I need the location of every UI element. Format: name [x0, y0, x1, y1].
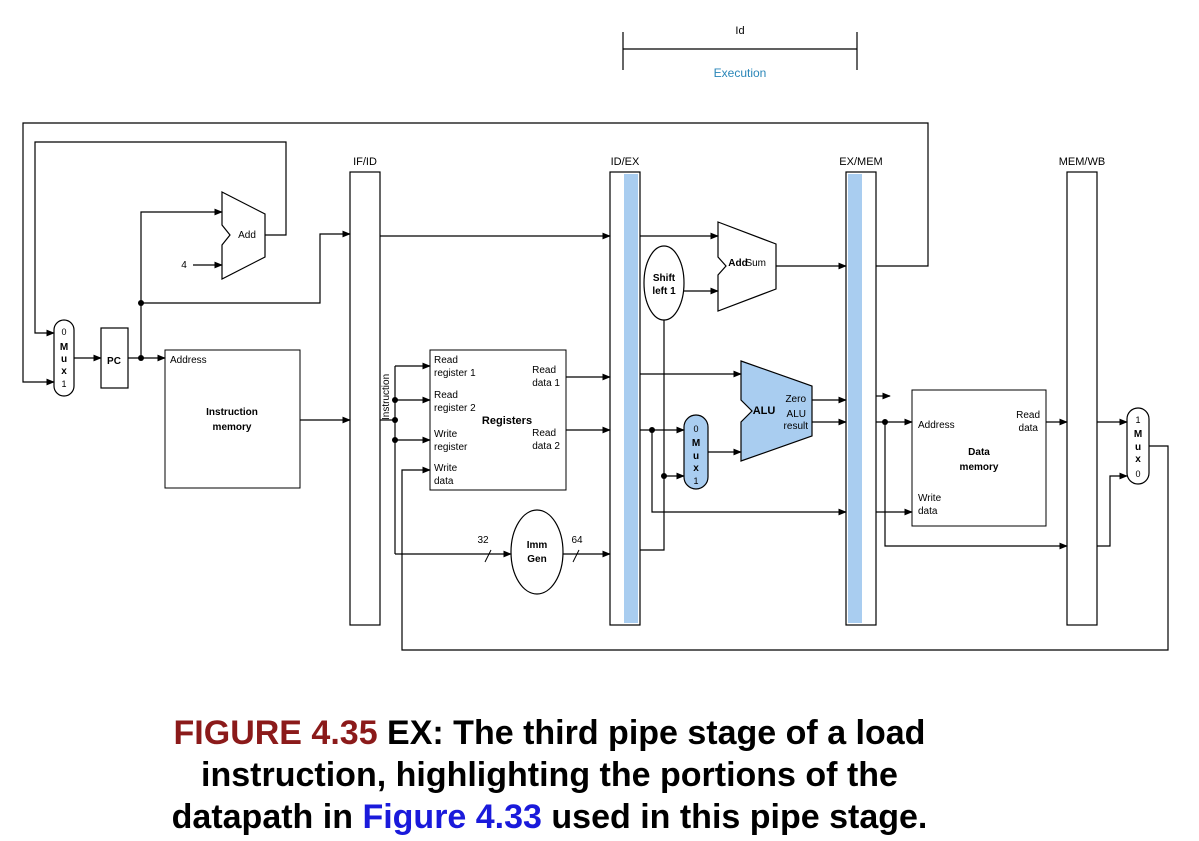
svg-text:Imm: Imm	[527, 540, 548, 551]
writeback-mux: 1 M u x 0	[1126, 407, 1150, 485]
svg-text:EX/MEM: EX/MEM	[839, 156, 882, 168]
svg-text:x: x	[693, 463, 699, 474]
immediate-generator: Imm Gen 32 64	[477, 509, 583, 595]
wire-junctions	[138, 300, 888, 479]
svg-text:64: 64	[571, 535, 583, 546]
if-id-register: IF/ID	[349, 156, 381, 626]
svg-text:data: data	[1019, 423, 1039, 434]
svg-text:ID/EX: ID/EX	[611, 156, 640, 168]
branch-adder: Add Sum	[717, 221, 777, 312]
svg-text:1: 1	[1135, 415, 1140, 425]
svg-text:0: 0	[693, 424, 698, 434]
svg-text:Read: Read	[1016, 410, 1040, 421]
svg-text:Gen: Gen	[527, 554, 546, 565]
svg-text:Shift: Shift	[653, 273, 676, 284]
svg-text:data 1: data 1	[532, 378, 560, 389]
svg-text:left 1: left 1	[652, 286, 676, 297]
svg-text:Address: Address	[918, 420, 955, 431]
ex-mem-register: EX/MEM	[839, 156, 883, 626]
svg-text:Write: Write	[918, 493, 942, 504]
svg-text:M: M	[1134, 429, 1142, 440]
svg-text:0: 0	[61, 327, 66, 337]
svg-text:register 1: register 1	[434, 368, 476, 379]
svg-text:1: 1	[693, 476, 698, 486]
svg-text:M: M	[60, 342, 68, 353]
svg-text:u: u	[693, 451, 699, 462]
instruction-memory: Address Instruction memory	[164, 349, 301, 489]
figure-caption: FIGURE 4.35 EX: The third pipe stage of …	[0, 712, 1099, 838]
svg-text:M: M	[692, 438, 700, 449]
caption-text-line2: instruction, highlighting the portions o…	[201, 756, 898, 794]
svg-text:u: u	[1135, 442, 1141, 453]
figure-reference-link[interactable]: Figure 4.33	[362, 798, 542, 836]
mem-wb-register: MEM/WB	[1059, 156, 1105, 626]
program-counter: PC	[100, 327, 129, 389]
id-ex-register: ID/EX	[609, 156, 641, 626]
caption-text-line3a: datapath in	[171, 798, 363, 836]
svg-text:Data: Data	[968, 447, 990, 458]
svg-text:4: 4	[181, 260, 187, 271]
svg-text:32: 32	[477, 535, 489, 546]
svg-text:result: result	[784, 421, 809, 432]
timing-top-label: Id	[735, 25, 744, 37]
caption-text-line3b: used in this pipe stage.	[541, 798, 928, 836]
svg-text:PC: PC	[107, 356, 121, 367]
svg-text:ALU: ALU	[787, 409, 806, 420]
svg-text:Write: Write	[434, 463, 458, 474]
pipeline-datapath-diagram: Id Execution IF/ID ID/EX EX/MEM MEM/WB 0…	[22, 25, 1169, 651]
svg-text:Add: Add	[728, 258, 747, 269]
svg-text:Add: Add	[238, 230, 256, 241]
svg-text:Read: Read	[532, 365, 556, 376]
svg-text:1: 1	[61, 379, 66, 389]
figure-number: FIGURE 4.35	[173, 714, 378, 752]
data-memory: Address Read data Data memory Write data	[911, 389, 1047, 527]
svg-text:register 2: register 2	[434, 403, 476, 414]
timing-bottom-label: Execution	[714, 66, 767, 80]
svg-text:x: x	[61, 366, 67, 377]
svg-text:u: u	[61, 354, 67, 365]
svg-text:data: data	[434, 476, 454, 487]
svg-text:x: x	[1135, 454, 1141, 465]
svg-text:Read: Read	[434, 355, 458, 366]
alu-source-mux: 0 M u x 1	[683, 414, 709, 490]
svg-text:Instruction: Instruction	[206, 407, 258, 418]
svg-text:register: register	[434, 442, 468, 453]
timing-bar: Id Execution	[622, 25, 858, 80]
wires	[22, 122, 1169, 651]
svg-text:Read: Read	[434, 390, 458, 401]
svg-text:memory: memory	[213, 422, 252, 433]
alu: ALU Zero ALU result	[740, 360, 813, 462]
svg-text:Read: Read	[532, 428, 556, 439]
svg-text:MEM/WB: MEM/WB	[1059, 156, 1105, 168]
svg-text:Sum: Sum	[745, 258, 766, 269]
svg-text:Write: Write	[434, 429, 458, 440]
caption-text-line1: EX: The third pipe stage of a load	[377, 714, 926, 752]
svg-text:Zero: Zero	[785, 394, 806, 405]
register-file: Read register 1 Read register 2 Write re…	[429, 349, 567, 491]
svg-text:ALU: ALU	[753, 405, 776, 417]
shift-left-unit: Shift left 1	[643, 245, 685, 321]
instruction-label: Instruction	[381, 374, 392, 420]
svg-text:data: data	[918, 506, 938, 517]
svg-text:memory: memory	[960, 462, 999, 473]
svg-text:0: 0	[1135, 469, 1140, 479]
svg-text:data 2: data 2	[532, 441, 560, 452]
svg-text:Address: Address	[170, 355, 207, 366]
svg-text:IF/ID: IF/ID	[353, 156, 377, 168]
pc-adder: Add 4	[181, 191, 266, 280]
svg-text:Registers: Registers	[482, 415, 532, 427]
pc-source-mux: 0 M u x 1	[53, 319, 75, 397]
